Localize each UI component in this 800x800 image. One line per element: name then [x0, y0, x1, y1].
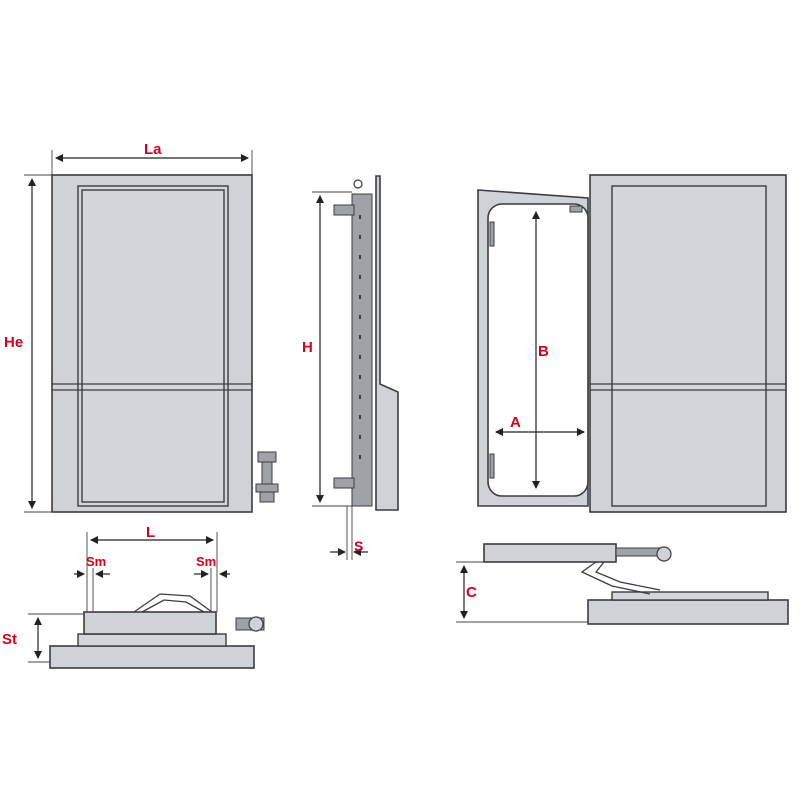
side-arm-lower: [580, 561, 651, 595]
bottom-frame-leaf: [77, 633, 227, 647]
label-l: L: [146, 524, 155, 541]
label-la: La: [144, 141, 162, 158]
hinge-eye: [353, 179, 363, 189]
closer-arm: [133, 593, 213, 613]
open-latch: [569, 205, 583, 213]
side-closer-knob: [656, 546, 672, 562]
side-frame-profile: [351, 193, 373, 507]
label-c: C: [466, 584, 477, 601]
side-profile-holes: [359, 215, 361, 459]
side-arm-upper: [594, 561, 661, 591]
label-h: H: [302, 339, 313, 356]
open-door-view: [477, 174, 787, 513]
open-wall-leaf: [611, 185, 767, 507]
label-sm-right: Sm: [196, 554, 216, 569]
side-top-bracket: [333, 204, 355, 216]
closer-top-view: [28, 532, 265, 669]
side-section-view: [312, 175, 399, 560]
bottom-frame-base: [49, 645, 255, 669]
front-door-view: [24, 150, 279, 513]
door-leaf: [77, 185, 229, 507]
label-st: St: [2, 631, 17, 648]
side-closer-rod: [615, 547, 661, 557]
side-base-frame: [587, 599, 789, 625]
door-leaf-inset: [81, 189, 225, 503]
closer-arm-inner: [141, 599, 205, 613]
open-hinge-top: [489, 221, 495, 247]
closer-knob: [248, 616, 264, 632]
label-sm-left: Sm: [86, 554, 106, 569]
closer-side-view: [456, 543, 789, 625]
closer-body: [83, 611, 217, 635]
side-closer-body: [483, 543, 617, 563]
label-he: He: [4, 334, 23, 351]
side-closer: [255, 451, 279, 503]
side-base-leaf: [611, 591, 769, 601]
label-s: S: [354, 538, 363, 554]
label-b: B: [538, 343, 549, 360]
open-hinge-bottom: [489, 453, 495, 479]
side-bottom-bracket: [333, 477, 355, 489]
label-a: A: [510, 414, 521, 431]
side-door-leaf: [375, 175, 399, 511]
